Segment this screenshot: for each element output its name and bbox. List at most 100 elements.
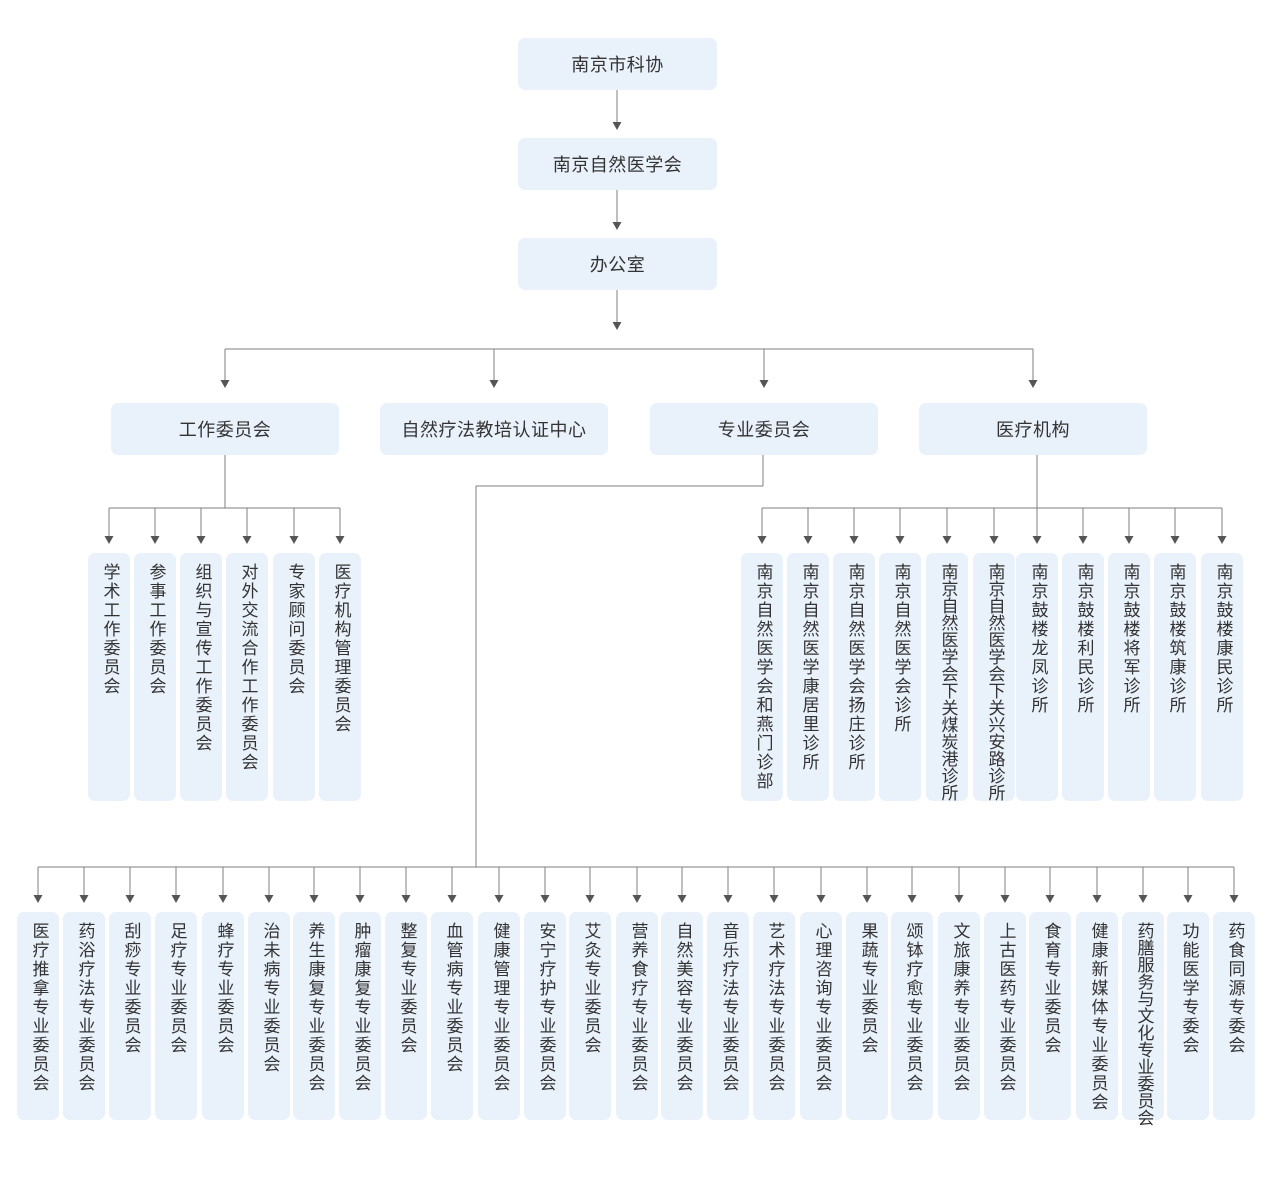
professional-committee-3: 足疗专业委员会 [155,912,197,1120]
arrow-prof-9 [447,895,457,903]
professional-committee-10: 健康管理专业委员会 [478,912,520,1120]
professional-committee-15: 音乐疗法专业委员会 [707,912,749,1120]
medical-institution-4: 南京自然医学会下关煤炭港诊所 [926,553,968,801]
arrow-med-3 [895,536,905,544]
arrow-prof-8 [401,895,411,903]
professional-committee-25: 功能医学专委会 [1167,912,1209,1120]
professional-committee-1-label: 药浴疗法专业委员会 [74,922,95,1093]
arrow-prof-22 [1045,895,1055,903]
professional-committee-18-label: 果蔬专业委员会 [857,922,878,1055]
medical-institution-9: 南京鼓楼筑康诊所 [1154,553,1196,801]
professional-committee-23: 健康新媒体专业委员会 [1076,912,1118,1120]
arrow-chain-2 [612,222,622,230]
work-committee-3-label: 对外交流合作工作委员会 [237,563,258,772]
medical-institution-3: 南京自然医学会诊所 [879,553,921,801]
medical-institution-10: 南京鼓楼康民诊所 [1201,553,1243,801]
professional-committee-4: 蜂疗专业委员会 [202,912,244,1120]
professional-committee-22: 食育专业委员会 [1029,912,1071,1120]
professional-committee-13-label: 营养食疗专业委员会 [627,922,648,1093]
professional-committee-8-label: 整复专业委员会 [396,922,417,1055]
arrow-med-8 [1124,536,1134,544]
arrow-prof-23 [1092,895,1102,903]
medical-institution-5: 南京自然医学会下关兴安路诊所 [973,553,1015,801]
work-committee-1-label: 参事工作委员会 [145,563,166,696]
professional-committee-6-label: 养生康复专业委员会 [304,922,325,1093]
work-committee-4: 专家顾问委员会 [273,553,315,801]
professional-committee-24: 药膳服务与文化专业委员会 [1122,912,1164,1126]
arrow-prof-17 [816,895,826,903]
work-committee-5-label: 医疗机构管理委员会 [330,563,351,734]
level2-node-1: 自然疗法教培认证中心 [380,403,608,455]
medical-institution-2: 南京自然医学会扬庄诊所 [833,553,875,801]
chain-node-2: 办公室 [518,238,717,290]
chain-node-1: 南京自然医学会 [518,138,717,190]
work-committee-1: 参事工作委员会 [134,553,176,801]
professional-committee-2: 刮痧专业委员会 [109,912,151,1120]
arrow-prof-4 [218,895,228,903]
professional-committee-12: 艾灸专业委员会 [569,912,611,1120]
work-committee-3: 对外交流合作工作委员会 [226,553,268,801]
professional-committee-4-label: 蜂疗专业委员会 [213,922,234,1055]
professional-committee-7: 肿瘤康复专业委员会 [339,912,381,1120]
professional-committee-3-label: 足疗专业委员会 [166,922,187,1055]
arrow-prof-6 [309,895,319,903]
medical-institution-7-label: 南京鼓楼利民诊所 [1073,563,1094,715]
work-committee-2: 组织与宣传工作委员会 [180,553,222,801]
arrow-work-0 [104,536,114,544]
medical-institution-0-label: 南京自然医学会和燕门诊部 [752,563,773,791]
level2-node-3: 医疗机构 [919,403,1147,455]
professional-committee-2-label: 刮痧专业委员会 [120,922,141,1055]
professional-committee-20: 文旅康养专业委员会 [938,912,980,1120]
arrow-prof-20 [954,895,964,903]
arrow-prof-3 [171,895,181,903]
professional-committee-26: 药食同源专委会 [1213,912,1255,1120]
arrow-prof-0 [33,895,43,903]
arrow-prof-24 [1138,895,1148,903]
medical-institution-6-label: 南京鼓楼龙凤诊所 [1027,563,1048,715]
arrow-prof-2 [125,895,135,903]
professional-committee-14: 自然美容专业委员会 [661,912,703,1120]
arrow-med-5 [989,536,999,544]
professional-committee-18: 果蔬专业委员会 [846,912,888,1120]
level2-node-0: 工作委员会 [111,403,339,455]
medical-institution-7: 南京鼓楼利民诊所 [1062,553,1104,801]
medical-institution-4-label: 南京自然医学会下关煤炭港诊所 [937,563,958,801]
professional-committee-5-label: 治未病专业委员会 [259,922,280,1074]
arrow-work-2 [196,536,206,544]
work-committee-4-label: 专家顾问委员会 [284,563,305,696]
professional-committee-9: 血管病专业委员会 [431,912,473,1120]
arrow-prof-21 [1000,895,1010,903]
work-committee-0-label: 学术工作委员会 [99,563,120,696]
professional-committee-5: 治未病专业委员会 [248,912,290,1120]
medical-institution-8: 南京鼓楼将军诊所 [1108,553,1150,801]
professional-committee-19-label: 颂钵疗愈专业委员会 [902,922,923,1093]
arrow-prof-1 [79,895,89,903]
professional-committee-24-label: 药膳服务与文化专业委员会 [1133,922,1154,1126]
medical-institution-5-label: 南京自然医学会下关兴安路诊所 [984,563,1005,801]
professional-committee-14-label: 自然美容专业委员会 [672,922,693,1093]
arrow-prof-12 [585,895,595,903]
arrow-prof-7 [355,895,365,903]
arrow-med-4 [942,536,952,544]
professional-committee-0-label: 医疗推拿专业委员会 [28,922,49,1093]
medical-institution-8-label: 南京鼓楼将军诊所 [1119,563,1140,715]
professional-committee-0: 医疗推拿专业委员会 [17,912,59,1120]
professional-committee-10-label: 健康管理专业委员会 [489,922,510,1093]
professional-committee-13: 营养食疗专业委员会 [616,912,658,1120]
work-committee-0: 学术工作委员会 [88,553,130,801]
professional-committee-19: 颂钵疗愈专业委员会 [891,912,933,1120]
level2-node-2: 专业委员会 [650,403,878,455]
arrow-work-3 [242,536,252,544]
arrow-med-10 [1217,536,1227,544]
arrow-med-1 [803,536,813,544]
arrow-med-0 [757,536,767,544]
professional-committee-16-label: 艺术疗法专业委员会 [764,922,785,1093]
professional-committee-11-label: 安宁疗护专业委员会 [535,922,556,1093]
arrow-work-5 [335,536,345,544]
arrow-work-4 [289,536,299,544]
professional-committee-6: 养生康复专业委员会 [293,912,335,1120]
arrow-level2-1 [489,380,499,388]
professional-committee-17: 心理咨询专业委员会 [800,912,842,1120]
medical-institution-0: 南京自然医学会和燕门诊部 [741,553,783,801]
